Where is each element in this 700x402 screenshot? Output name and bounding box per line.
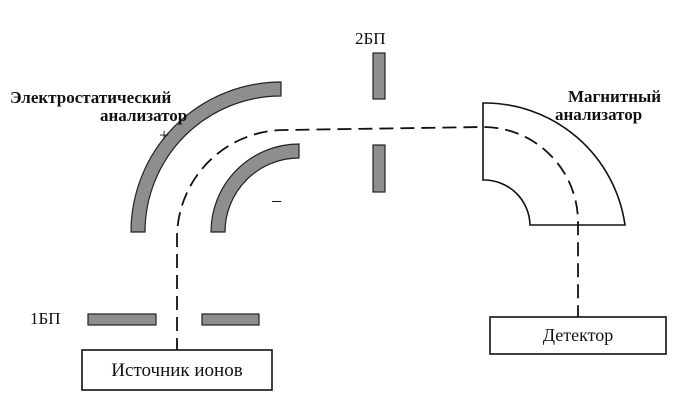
ion-source-label: Источник ионов: [111, 360, 242, 381]
electrostatic-inner-plate: [210, 143, 300, 233]
magnetic-analyzer-label-line2: анализатор: [555, 105, 642, 124]
slit1-left-plate: [87, 313, 157, 326]
slit1-label: 1БП: [30, 309, 61, 328]
slit2-upper-plate: [372, 52, 386, 100]
plus-sign: +: [159, 125, 169, 145]
electrostatic-analyzer-label-line1: Электростатический: [10, 88, 171, 107]
detector-label: Детектор: [543, 325, 613, 345]
ion-beam-path: [176, 126, 579, 352]
slit1-right-plate: [201, 313, 260, 326]
minus-sign: −: [271, 191, 282, 213]
slit2-label: 2БП: [355, 29, 386, 48]
electrostatic-analyzer-label-line2: анализатор: [100, 106, 187, 125]
electrostatic-outer-plate: [130, 81, 282, 233]
magnetic-analyzer-label-line1: Магнитный: [568, 87, 661, 106]
ion-source-box: [81, 349, 273, 391]
slit2-lower-plate: [372, 144, 386, 193]
detector-box: [489, 316, 667, 355]
